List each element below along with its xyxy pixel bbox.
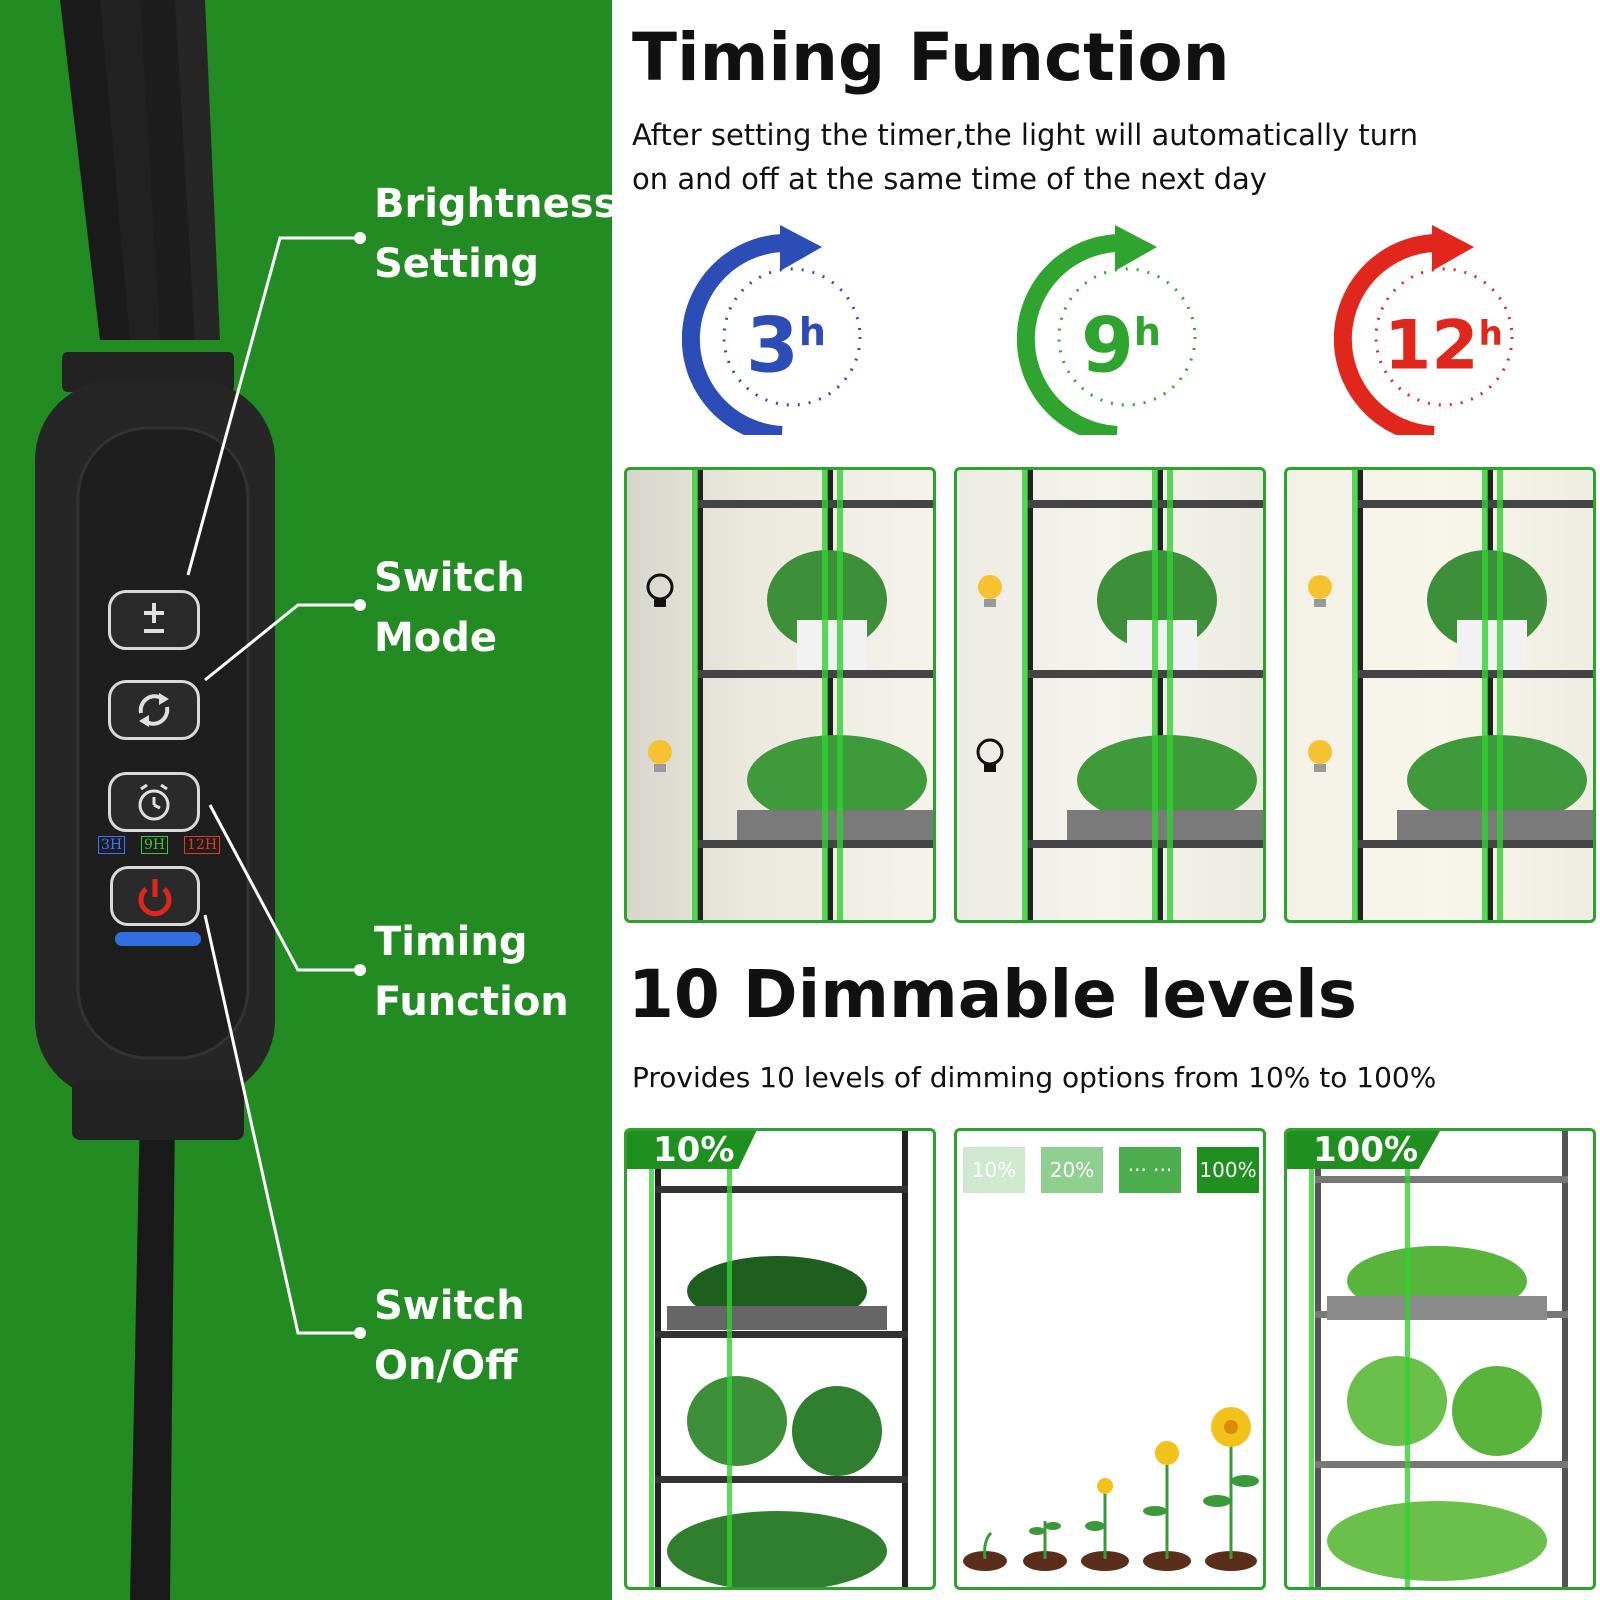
status-led-bar	[115, 932, 201, 946]
level-chip-ellipsis: ··· ···	[1119, 1147, 1181, 1193]
timer-value: 12	[1384, 306, 1479, 386]
plant-growth-illustration	[963, 1407, 1259, 1571]
bulb-off-icon	[976, 738, 1004, 772]
indicator-9h: 9H	[141, 836, 169, 854]
dimming-description: Provides 10 levels of dimming options fr…	[632, 1061, 1437, 1094]
dim-tab-100: 100%	[1287, 1131, 1441, 1169]
plus-minus-icon	[144, 603, 164, 633]
features-section: Timing Function After setting the timer,…	[612, 0, 1600, 1600]
shelf-illustration	[649, 1131, 908, 1587]
timing-description-line1: After setting the timer,the light will a…	[632, 118, 1418, 152]
timer-unit: h	[1133, 310, 1161, 354]
indicator-3h: 3H	[98, 836, 126, 854]
dim-tab-10: 10%	[627, 1131, 757, 1169]
mode-button[interactable]	[108, 680, 200, 740]
callout-timing: Timing Function	[374, 919, 569, 1025]
bulb-on-icon	[1308, 575, 1332, 607]
level-chip-20: 20%	[1041, 1147, 1103, 1193]
timing-title: Timing Function	[632, 19, 1230, 96]
bulb-on-icon	[978, 575, 1002, 607]
shelf-illustration	[1022, 470, 1263, 920]
power-icon	[138, 879, 172, 917]
timing-description-line2: on and off at the same time of the next …	[632, 162, 1267, 196]
dim-levels-panel: 10% 20% ··· ··· 100%	[954, 1128, 1266, 1590]
bulb-off-icon	[646, 573, 674, 607]
timer-clock-12h: 12h	[1334, 215, 1534, 435]
bulb-on-icon	[1308, 740, 1332, 772]
shelf-photo-2	[954, 467, 1266, 923]
level-chip-100: 100%	[1197, 1147, 1259, 1193]
timer-button[interactable]	[108, 772, 200, 832]
level-chip-10: 10%	[963, 1147, 1025, 1193]
timer-value: 3	[746, 300, 799, 390]
clock-arrow-icon	[1017, 225, 1197, 435]
timer-unit: h	[1478, 314, 1503, 354]
shelf-illustration	[692, 470, 933, 920]
dimming-title: 10 Dimmable levels	[628, 956, 1357, 1033]
callout-brightness: Brightness Setting	[374, 181, 618, 287]
timer-clock-9h: 9h	[1017, 215, 1217, 435]
dim-photo-100: 100%	[1284, 1128, 1596, 1590]
power-button[interactable]	[110, 866, 200, 926]
shelf-illustration	[1309, 1131, 1568, 1587]
timer-unit: h	[798, 310, 826, 354]
bulb-on-icon	[648, 740, 672, 772]
alarm-clock-icon	[138, 783, 170, 821]
timer-clock-3h: 3h	[682, 215, 882, 435]
shelf-illustration	[1352, 470, 1593, 920]
callout-switch-mode: Switch Mode	[374, 555, 525, 661]
dim-photo-10: 10%	[624, 1128, 936, 1590]
shelf-photo-1	[624, 467, 936, 923]
clock-arrow-icon	[682, 225, 862, 435]
shelf-photo-3	[1284, 467, 1596, 923]
timer-value: 9	[1081, 300, 1134, 390]
callout-on-off: Switch On/Off	[374, 1283, 525, 1389]
cycle-icon	[138, 693, 170, 727]
indicator-12h: 12H	[184, 836, 221, 854]
controller-section: 3H 9H 12H Brightness Setting Switch Mode…	[0, 0, 617, 1600]
clock-arrow-icon	[1334, 225, 1514, 435]
timer-indicators: 3H 9H 12H	[96, 836, 221, 860]
brightness-button[interactable]	[108, 590, 200, 650]
